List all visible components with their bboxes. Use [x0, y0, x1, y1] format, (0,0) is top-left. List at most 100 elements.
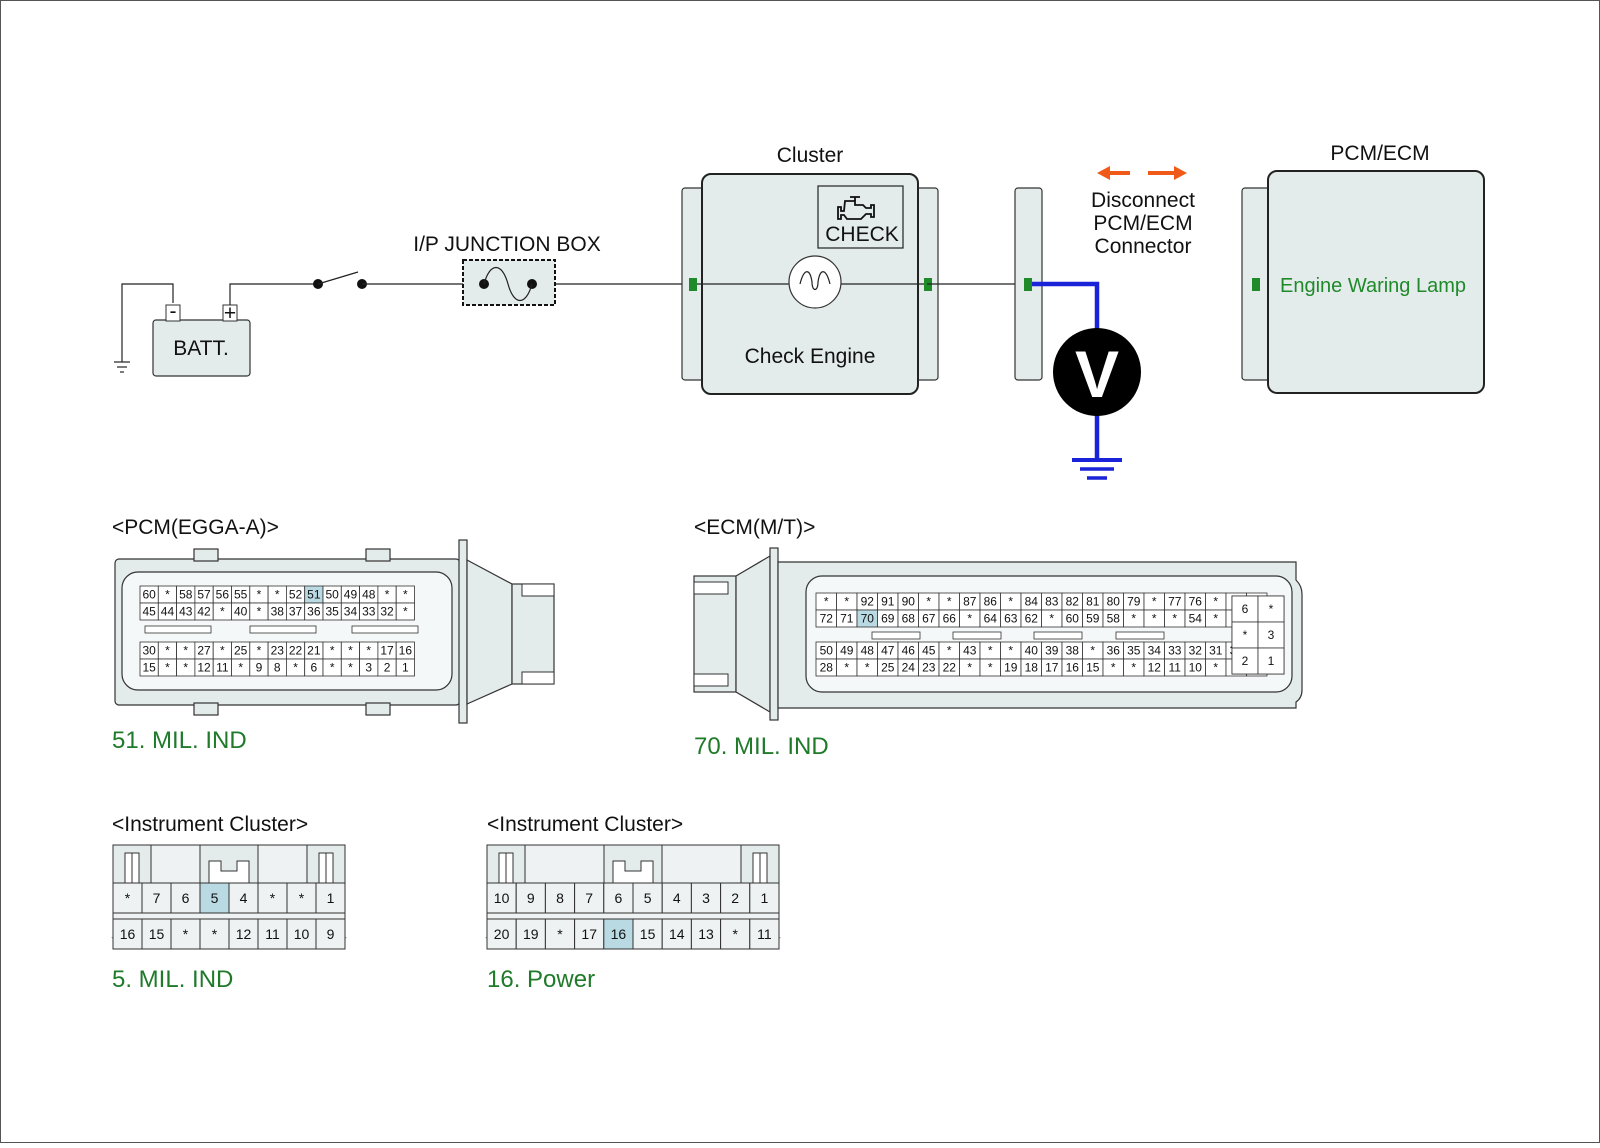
ecm-pin-label: *	[1049, 612, 1054, 626]
pcm-pin-label: *	[330, 644, 335, 658]
disconnect-line1: Disconnect	[1091, 189, 1195, 212]
ecm-pin-label: 19	[1004, 661, 1018, 675]
ecm-pin-label: 72	[820, 612, 834, 626]
ecm-pin-label: *	[865, 661, 870, 675]
ecm-pin-label: 90	[902, 595, 916, 609]
switch-icon	[313, 271, 367, 289]
ecm-pin-label: 15	[1086, 661, 1100, 675]
circuit-schematic: - + BATT. I/P JUNCTION BOX	[114, 142, 1485, 480]
pcm-pin-label: 37	[289, 605, 303, 619]
cluster2-pin-cell	[574, 918, 605, 950]
ecm-pin-label: *	[947, 644, 952, 658]
pcm-pin-label: *	[403, 588, 408, 602]
ecm-pin-label: *	[1172, 612, 1177, 626]
ecm-pin-label: *	[1131, 661, 1136, 675]
cluster1-pin-label: *	[270, 890, 276, 906]
pcm-ecm-title: PCM/ECM	[1330, 142, 1429, 165]
ecm-pin-label: *	[1213, 595, 1218, 609]
cluster1-pin-cell	[112, 918, 143, 950]
ecm-pin-label: 70	[861, 612, 875, 626]
ecm-pin-label: 16	[1066, 661, 1080, 675]
pcm-pin-label: 22	[289, 644, 303, 658]
ecm-pin-label: 86	[984, 595, 998, 609]
ecm-side-pin-label: 1	[1268, 654, 1275, 668]
ecm-title: <ECM(M/T)>	[694, 516, 815, 539]
pcm-pin-label: 57	[197, 588, 211, 602]
junction-box-label: I/P JUNCTION BOX	[413, 233, 600, 256]
pcm-pin-label: *	[220, 644, 225, 658]
pcm-pin-label: *	[385, 588, 390, 602]
pcm-pin-label: *	[403, 605, 408, 619]
cluster1-pin-label: 6	[182, 890, 190, 906]
cluster2-pin-label: 5	[644, 890, 652, 906]
ecm-pin-label: 48	[861, 644, 875, 658]
pcm-title: <PCM(EGGA-A)>	[112, 516, 279, 539]
pcm-pin-label: 25	[234, 644, 248, 658]
ecm-pin-label: *	[1152, 612, 1157, 626]
ecm-pin-label: 59	[1086, 612, 1100, 626]
ecm-side-pin-label: 2	[1242, 654, 1249, 668]
ecm-pin-label: 33	[1168, 644, 1182, 658]
cluster2-pin-label: 6	[615, 890, 623, 906]
pcm-pin-label: *	[330, 661, 335, 675]
ecm-pin-label: *	[947, 595, 952, 609]
ecm-side-pin-cell	[1257, 621, 1285, 649]
ecm-pin-label: 80	[1107, 595, 1121, 609]
ecm-pin-label: 46	[902, 644, 916, 658]
cluster2-pin-cell	[720, 918, 751, 950]
pcm-pin-label: 60	[142, 588, 156, 602]
ecm-pin-label: 43	[963, 644, 977, 658]
lamp-icon	[788, 255, 842, 309]
cluster2-pin-cell	[574, 882, 605, 914]
ecm-caption: 70. MIL. IND	[694, 733, 829, 760]
pcm-pin-label: 33	[362, 605, 376, 619]
cluster2-pin-label: *	[732, 926, 738, 942]
ecm-pin-label: 22	[943, 661, 957, 675]
ecm-pin-label: 31	[1209, 644, 1223, 658]
arrow-right-icon	[1148, 166, 1187, 180]
ecm-pin-grid: **929190**8786*848382818079*7776**737271…	[815, 592, 1268, 677]
pcm-pin-label: 44	[161, 605, 175, 619]
cluster2-pin-cell	[661, 918, 692, 950]
pcm-pin-cell	[395, 602, 415, 621]
pcm-pin-cell	[395, 658, 415, 677]
cluster2-pin-label: *	[557, 926, 563, 942]
pcm-pin-label: 8	[274, 661, 281, 675]
cluster1-pin-cell	[257, 918, 288, 950]
ecm-pin-label: 32	[1189, 644, 1203, 658]
ecm-pin-label: *	[1213, 661, 1218, 675]
ground-icon	[114, 283, 174, 373]
pcm-pin-label: *	[165, 588, 170, 602]
ecm-pin-label: 18	[1025, 661, 1039, 675]
ecm-pin-label: 50	[820, 644, 834, 658]
cluster2-pin-label: 7	[585, 890, 593, 906]
cluster2-pin-label: 11	[757, 926, 772, 942]
cluster2-pin-label: 1	[761, 890, 769, 906]
cluster1-pin-label: *	[125, 890, 131, 906]
pcm-pin-label: *	[275, 588, 280, 602]
cluster1-pin-label: *	[183, 926, 189, 942]
ecm-pin-label: 81	[1086, 595, 1100, 609]
ecm-pin-label: 54	[1189, 612, 1203, 626]
cluster1-pin-cell	[315, 918, 346, 950]
cluster1-pin-cell	[257, 882, 288, 914]
cluster-unit: Cluster CHECK Check Engine	[681, 144, 939, 395]
pcm-pin-label: 17	[380, 644, 394, 658]
ecm-pin-label: 35	[1127, 644, 1141, 658]
pcm-pin-label: *	[183, 644, 188, 658]
pcm-pin-label: 50	[325, 588, 339, 602]
engine-lamp-label: Engine Waring Lamp	[1280, 275, 1466, 297]
cluster1-pin-cell	[199, 918, 230, 950]
pcm-pin-label: 11	[216, 661, 229, 675]
cluster2-pin-label: 4	[673, 890, 681, 906]
cluster2-pin-cell	[486, 882, 517, 914]
check-engine-label: Check Engine	[745, 345, 876, 368]
cluster2-pin-label: 19	[523, 926, 539, 942]
ecm-pin-label: 24	[902, 661, 916, 675]
cluster2-pin-cell	[632, 918, 663, 950]
cluster1-pin-label: 15	[149, 926, 165, 942]
cluster2-pin-cell	[749, 882, 780, 914]
cluster1-pin-label: *	[299, 890, 305, 906]
ecm-pin-label: 40	[1025, 644, 1039, 658]
